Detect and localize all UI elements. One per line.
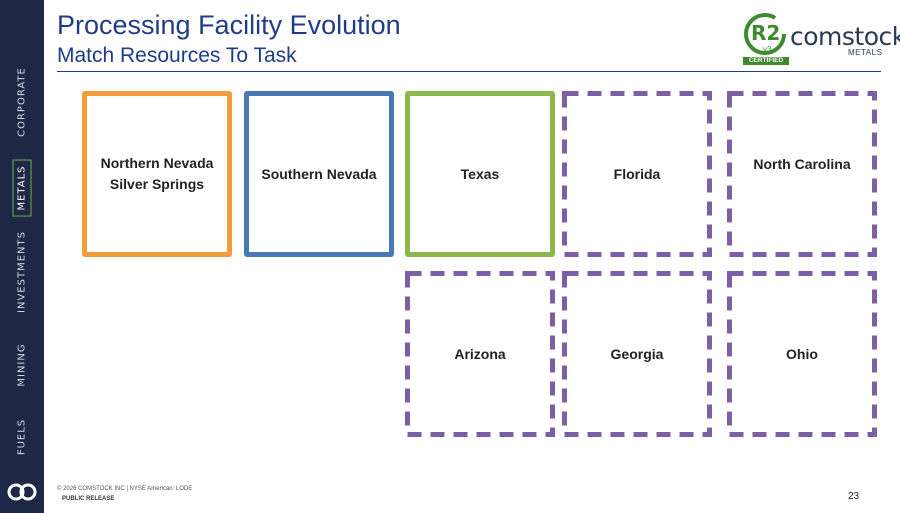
r2-certified-icon [744,13,786,55]
dashed-frame [727,91,877,257]
brand-name: comstock [790,22,900,51]
comstock-infinity-icon[interactable] [7,481,37,503]
sidebar-item-metals[interactable]: METALS [12,159,32,217]
brand-logo: R2 v3 CERTIFIED comstock METALS [742,12,900,68]
sidebar-item-mining[interactable]: MINING [16,343,28,387]
dashed-frame [405,271,555,437]
facility-label: Southern Nevada [261,165,377,182]
facility-label: Northern Nevada Silver Springs [100,155,214,192]
dashed-frame [562,271,712,437]
facility-label: Arizona [454,345,506,362]
facility-box-north-carolina: North Carolina [727,91,877,257]
footer-copyright: © 2026 COMSTOCK INC | NYSE American: LOD… [57,486,193,492]
facility-label: Ohio [786,345,818,362]
facility-box-ohio: Ohio [727,271,877,437]
dashed-frame [727,271,877,437]
facility-label: Georgia [610,345,664,362]
facility-label: Florida [613,165,661,182]
facility-box-northern-nevada: Northern Nevada Silver Springs [82,91,232,257]
brand-division: METALS [848,48,883,57]
r2-badge-text: R2 [751,21,781,45]
facility-box-florida: Florida [562,91,712,257]
facility-box-arizona: Arizona [405,271,555,437]
facility-box-georgia: Georgia [562,271,712,437]
page-title: Processing Facility Evolution [57,10,401,40]
title-divider [57,71,881,72]
facility-box-southern-nevada: Southern Nevada [244,91,394,257]
sidebar-item-corporate[interactable]: CORPORATE [16,67,28,137]
r2-badge-version: v3 [763,45,772,54]
sidebar-nav: CORPORATE METALS INVESTMENTS MINING FUEL… [0,0,44,513]
certified-caption: CERTIFIED [743,57,789,65]
page-number: 23 [848,491,860,502]
dashed-frame [562,91,712,257]
sidebar-item-investments[interactable]: INVESTMENTS [16,231,28,313]
facility-box-texas: Texas [405,91,555,257]
page-subtitle: Match Resources To Task [57,44,297,67]
facility-label: Texas [460,165,500,182]
facility-label: North Carolina [753,155,851,172]
sidebar-item-fuels[interactable]: FUELS [16,418,28,456]
footer-release-tag: PUBLIC RELEASE [62,496,115,502]
